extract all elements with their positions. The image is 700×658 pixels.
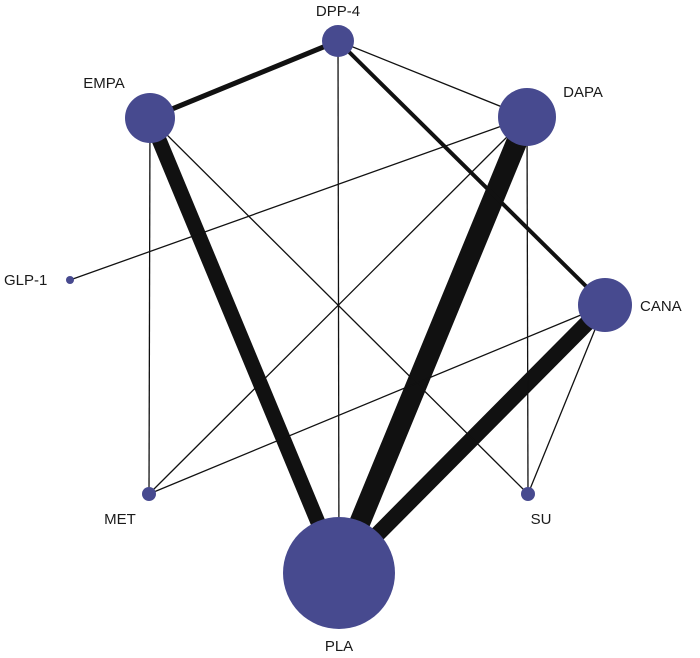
edge-dpp4-empa: [149, 38, 339, 121]
edge-cana-su: [527, 304, 606, 495]
node-label-empa: EMPA: [83, 75, 124, 92]
node-label-dapa: DAPA: [563, 84, 603, 101]
node-layer: [66, 25, 632, 629]
node-label-glp1: GLP-1: [4, 272, 47, 289]
node-label-su: SU: [531, 511, 552, 528]
node-label-pla: PLA: [325, 638, 353, 655]
node-label-dpp4: DPP-4: [316, 3, 360, 20]
edge-cana-met: [148, 304, 606, 495]
edge-empa-met: [148, 117, 151, 495]
edge-dapa-met: [148, 116, 528, 495]
edge-empa-su: [149, 117, 529, 495]
node-pla: [283, 517, 395, 629]
node-su: [521, 487, 535, 501]
edge-dapa-su: [526, 116, 529, 495]
edge-glp1-dapa: [69, 116, 528, 281]
node-cana: [578, 278, 632, 332]
node-label-cana: CANA: [640, 298, 682, 315]
edge-dapa-pla: [329, 112, 537, 578]
edge-empa-pla: [143, 115, 346, 576]
edge-dpp4-dapa: [337, 40, 528, 118]
node-label-met: MET: [104, 511, 136, 528]
edge-dpp4-pla: [337, 40, 340, 574]
node-dapa: [498, 88, 556, 146]
node-met: [142, 487, 156, 501]
edge-layer: [69, 38, 611, 579]
node-dpp4: [322, 25, 354, 57]
node-glp1: [66, 276, 74, 284]
node-empa: [125, 93, 175, 143]
